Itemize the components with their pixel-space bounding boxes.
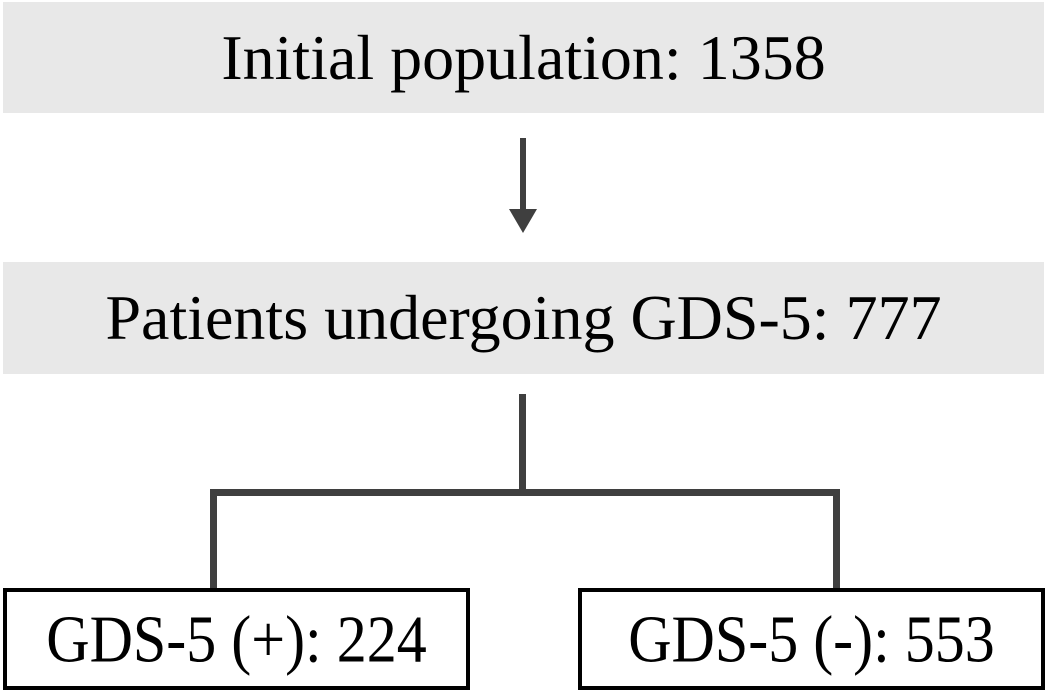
connector-stem <box>519 394 526 489</box>
node-patients-gds5: Patients undergoing GDS-5: 777 <box>3 262 1044 374</box>
connector-left-drop <box>210 496 217 588</box>
down-arrow-shaft <box>520 138 526 210</box>
node-initial-population-label: Initial population: 1358 <box>221 21 826 93</box>
node-gds5-positive: GDS-5 (+): 224 <box>3 588 470 690</box>
node-gds5-positive-label: GDS-5 (+): 224 <box>46 602 427 676</box>
node-initial-population: Initial population: 1358 <box>3 2 1044 113</box>
node-gds5-negative-label: GDS-5 (-): 553 <box>628 602 995 676</box>
connector-branch-bar <box>210 489 840 496</box>
node-patients-gds5-label: Patients undergoing GDS-5: 777 <box>105 282 942 353</box>
down-arrow-icon <box>509 209 537 233</box>
node-gds5-negative: GDS-5 (-): 553 <box>578 588 1045 690</box>
connector-right-drop <box>833 496 840 588</box>
